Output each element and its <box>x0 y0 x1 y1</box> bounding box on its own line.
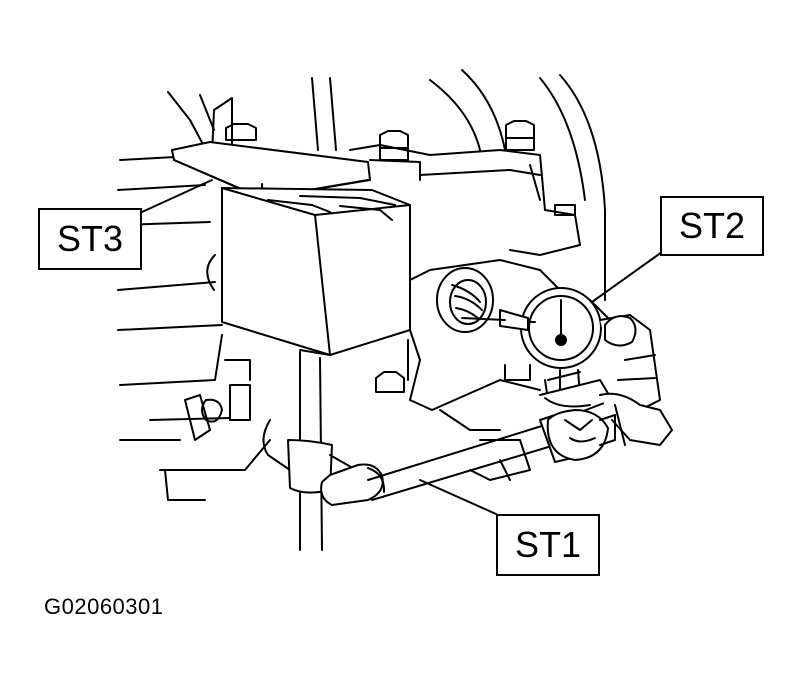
label-st2-text: ST2 <box>678 205 746 246</box>
leader-line-st2 <box>591 251 663 303</box>
label-st1-text: ST1 <box>514 524 582 565</box>
label-st2: ST2 <box>660 196 764 256</box>
st2-dial-gauge <box>461 287 613 421</box>
cylinder-head <box>311 69 611 321</box>
st3-tool <box>171 141 411 356</box>
engine-block <box>117 91 271 501</box>
leader-line-st3 <box>141 179 213 213</box>
label-st3-text: ST3 <box>56 218 124 259</box>
label-st3: ST3 <box>38 208 142 270</box>
gauge-holder <box>546 314 673 461</box>
leader-line-st1 <box>419 479 497 515</box>
figure-code: G02060301 <box>44 594 164 619</box>
bolt-heads <box>225 120 535 393</box>
label-st1: ST1 <box>496 514 600 576</box>
leader-lines <box>141 179 663 515</box>
block-casting <box>407 259 561 481</box>
